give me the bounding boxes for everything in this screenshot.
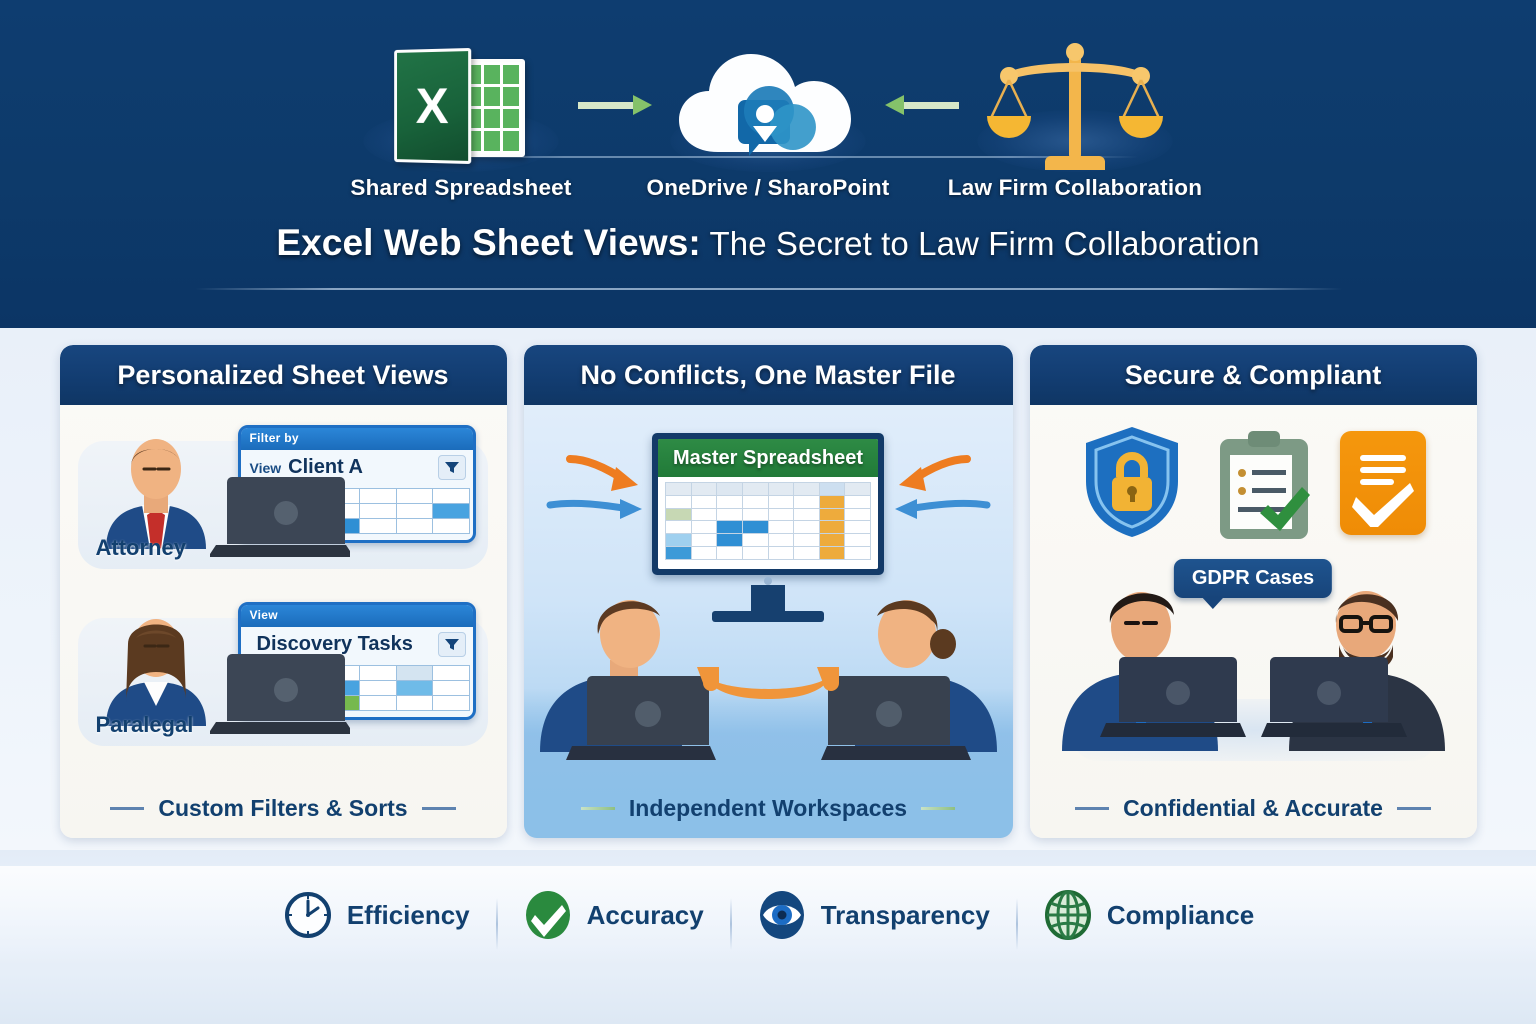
security-icon-row xyxy=(1030,417,1477,549)
laptop-icon xyxy=(1099,651,1246,743)
benefits-bar: Efficiency Accuracy xyxy=(0,850,1536,1024)
persona-role-paralegal: Paralegal xyxy=(95,712,194,737)
panel-secure-and-compliant: Secure & Compliant xyxy=(1029,345,1477,838)
panel-3-footer-label: Confidential & Accurate xyxy=(1123,795,1383,821)
arrow-orange-left-icon xyxy=(564,453,650,510)
panel-1-body: Attorney Filter by View Client A xyxy=(60,405,507,838)
benefit-label-accuracy: Accuracy xyxy=(586,899,704,930)
flow-node-shared-spreadsheet: X xyxy=(354,18,569,193)
panel-2-body: Master Spreadsheet xyxy=(523,405,1013,838)
monitor-master-spreadsheet: Master Spreadsheet xyxy=(652,433,884,622)
flow-label-law-firm-collaboration: Law Firm Collaboration xyxy=(947,175,1203,200)
arrow-orange-right-icon xyxy=(887,453,973,510)
arrow-blue-left-icon xyxy=(546,493,646,528)
handshake-icon xyxy=(693,665,843,710)
title-divider xyxy=(196,288,1342,290)
footer-dash-left xyxy=(1075,807,1110,810)
avatar-paralegal xyxy=(92,598,220,726)
filter-funnel-icon[interactable] xyxy=(437,632,466,657)
orange-approve-icon xyxy=(1340,431,1426,535)
panel-3-footer: Confidential & Accurate xyxy=(1030,795,1477,822)
panel-3-body: GDPR Cases xyxy=(1030,405,1477,838)
laptop-icon xyxy=(207,646,354,738)
monitor-screen: Master Spreadsheet xyxy=(652,433,884,575)
flow-label-onedrive-sharepoint: OneDrive / SharoPoint xyxy=(646,175,890,200)
flow-label-shared-spreadsheet: Shared Spreadsheet xyxy=(350,175,572,200)
flow-node-onedrive-sharepoint xyxy=(661,18,876,193)
page-title-main: Excel Web Sheet Views: xyxy=(276,222,701,263)
excel-icon: X xyxy=(393,47,529,165)
benefit-label-efficiency: Efficiency xyxy=(346,899,470,930)
avatar-attorney xyxy=(92,421,220,549)
persona-row-attorney: Attorney Filter by View Client A xyxy=(60,413,507,583)
panel-1-footer: Custom Filters & Sorts xyxy=(60,795,507,822)
benefit-item-transparency: Transparency xyxy=(729,886,1016,950)
flow-divider xyxy=(438,156,1138,158)
page-title: Excel Web Sheet Views: The Secret to Law… xyxy=(0,222,1536,264)
excel-letter: X xyxy=(415,77,449,134)
benefit-item-accuracy: Accuracy xyxy=(495,886,730,950)
arrow-right-icon xyxy=(569,18,661,193)
panel-2-footer-label: Independent Workspaces xyxy=(628,795,908,821)
clock-icon xyxy=(282,886,334,944)
flow-labels: Shared Spreadsheet OneDrive / SharoPoint… xyxy=(0,160,1536,216)
eye-icon xyxy=(756,886,808,944)
panel-personalized-sheet-views: Personalized Sheet Views xyxy=(59,345,507,838)
security-people-row: GDPR Cases xyxy=(1030,555,1477,785)
panel-2-footer: Independent Workspaces xyxy=(524,795,1013,822)
footer-dash-left xyxy=(110,807,145,810)
monitor-base xyxy=(712,611,824,622)
clipboard-check-icon xyxy=(1212,429,1312,539)
benefit-item-compliance: Compliance xyxy=(1015,886,1280,950)
sheet-view-card-title: View xyxy=(240,605,473,627)
sheet-view-card-value: Client A xyxy=(288,456,363,478)
laptop-icon xyxy=(565,670,716,766)
sheet-view-card-value: Discovery Tasks xyxy=(256,633,413,655)
panel-1-heading: Personalized Sheet Views xyxy=(59,345,507,405)
excel-x-panel: X xyxy=(394,47,472,164)
filter-funnel-icon[interactable] xyxy=(437,455,466,480)
persona-row-paralegal: Paralegal View Discovery Tasks xyxy=(60,590,507,760)
panels-container: Personalized Sheet Views xyxy=(0,328,1536,850)
footer-dash-left xyxy=(580,807,615,810)
panel-2-heading: No Conflicts, One Master File xyxy=(523,345,1013,405)
benefit-item-efficiency: Efficiency xyxy=(256,886,496,944)
footer-dash-right xyxy=(421,807,456,810)
benefit-label-compliance: Compliance xyxy=(1106,899,1255,930)
page-title-sub: The Secret to Law Firm Collaboration xyxy=(700,225,1260,262)
sheet-view-card-label: View xyxy=(249,459,282,476)
globe-icon xyxy=(1042,886,1094,944)
cloud-icon xyxy=(673,42,863,170)
panel-no-conflicts-one-master-file: No Conflicts, One Master File xyxy=(523,345,1013,838)
laptop-icon xyxy=(1260,651,1407,743)
arrow-blue-right-icon xyxy=(891,493,991,528)
master-spreadsheet-title: Master Spreadsheet xyxy=(658,439,878,477)
check-circle-icon xyxy=(522,886,574,944)
panel-3-heading: Secure & Compliant xyxy=(1029,345,1477,405)
scales-of-justice-icon xyxy=(985,38,1165,173)
flow-node-law-firm-collaboration xyxy=(968,18,1183,193)
monitor-neck xyxy=(751,585,785,611)
laptop-icon xyxy=(820,670,971,766)
shield-lock-icon xyxy=(1080,423,1184,544)
benefits-strip: Efficiency Accuracy xyxy=(0,866,1536,964)
header-banner: X xyxy=(0,0,1536,328)
flow-diagram: X xyxy=(0,18,1536,193)
persona-role-attorney: Attorney xyxy=(95,535,186,560)
gdpr-cases-bubble: GDPR Cases xyxy=(1173,559,1333,609)
sheet-view-card-title: Filter by xyxy=(240,428,473,450)
arrow-left-icon xyxy=(876,18,968,193)
laptop-icon xyxy=(207,469,354,561)
benefit-label-transparency: Transparency xyxy=(820,899,990,930)
footer-dash-right xyxy=(921,807,956,810)
footer-dash-right xyxy=(1396,807,1431,810)
monitor-power-dot xyxy=(764,577,772,585)
master-spreadsheet-grid xyxy=(665,482,871,560)
panel-1-footer-label: Custom Filters & Sorts xyxy=(158,795,408,821)
